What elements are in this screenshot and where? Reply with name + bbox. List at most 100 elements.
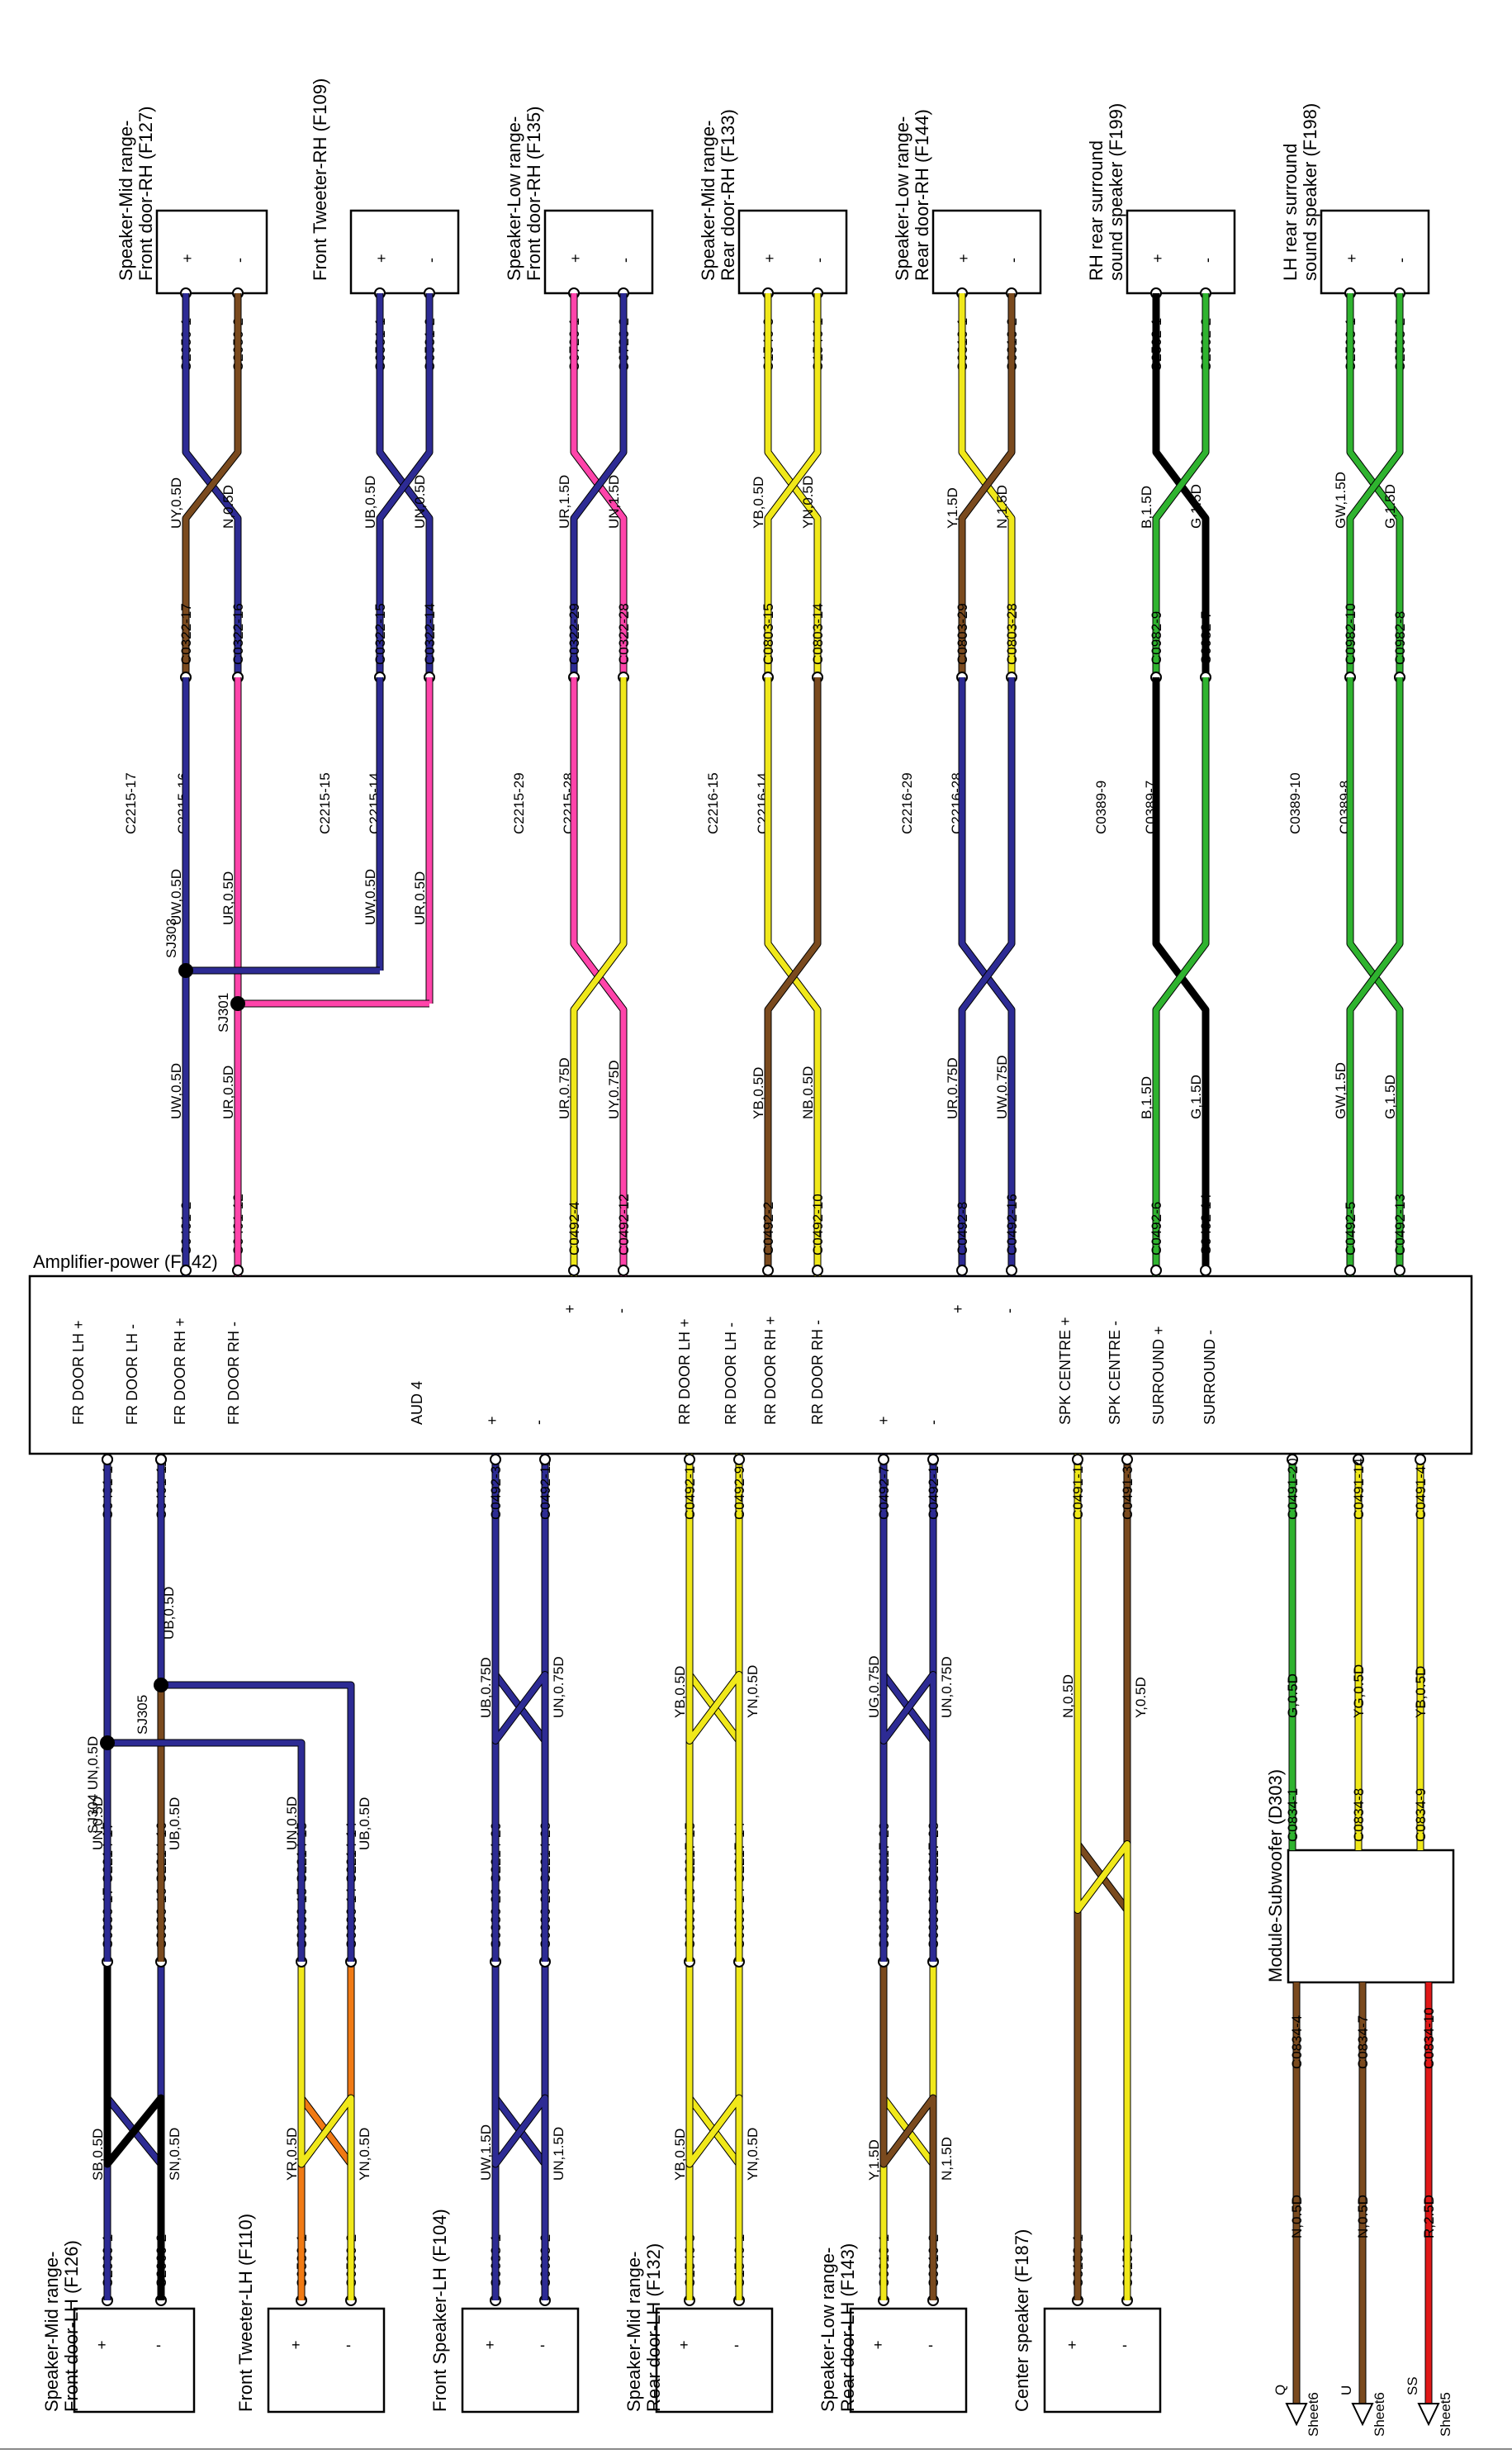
speaker-box-rh-4 — [931, 209, 1042, 295]
amp-conn-rh-4-b: C0492-16 — [1004, 1194, 1020, 1255]
sub-in-wire-2: YB,0.5D — [1413, 1666, 1429, 1718]
speaker-box-lh-1 — [267, 2307, 386, 2414]
speaker-title-lh-4: Speaker-Low range- — [818, 2248, 838, 2412]
speaker-box-rh-0 — [155, 209, 268, 295]
speaker-pin-plus: + — [1068, 2337, 1077, 2353]
wire-label-rh-3-a: YB,0.5D — [751, 477, 766, 529]
wire-rh-6-seg2-b — [1347, 677, 1403, 1276]
speaker-pin-plus: + — [373, 254, 390, 263]
wire3-label-rh-2-a: UR,0.75D — [557, 1057, 572, 1119]
connector-pin — [1394, 1265, 1405, 1276]
amplifier-pin-2: FR DOOR RH + — [172, 1317, 188, 1425]
sub-out-code-0: Q — [1273, 2385, 1288, 2395]
amp-conn-rh-4-a: C0492-8 — [955, 1202, 970, 1255]
speaker-pin-plus: + — [179, 254, 196, 263]
speaker-title-lh-2: Front Speaker-LH (F104) — [429, 2209, 450, 2412]
speaker-pin-plus: + — [486, 2337, 495, 2353]
mid-conn2-rh-5-a: C0389-9 — [1093, 781, 1109, 834]
amplifier-pin-0: FR DOOR LH + — [70, 1320, 87, 1425]
wire3-label-rh-0-b: UR,0.5D — [220, 1066, 236, 1119]
wire-rh-4-seg2-b — [959, 677, 1015, 1276]
sj304-label: SJ304 UN,0.5D — [85, 1736, 101, 1834]
sub-out-conn-2: C0834-10 — [1421, 2007, 1437, 2069]
speaker-title-lh-3: Rear door-LH (F132) — [643, 2243, 664, 2412]
wire2-label-lh-2-a: UB,0.75D — [478, 1657, 494, 1718]
wire2-label-lh-0-b: UB,0.5D — [167, 1797, 182, 1850]
amp-conn-lh-3-a: C0492-1 — [682, 1466, 698, 1520]
speaker-pin-minus: - — [928, 2337, 933, 2353]
speaker-pin-minus: - — [423, 258, 439, 263]
wire3-label-rh-0-a: UW,0.5D — [168, 1063, 184, 1119]
wire-label-rh-2-b: UN,1.5D — [606, 475, 622, 529]
wire-lh-4-seg1-b — [880, 1962, 936, 2300]
connector-pin — [102, 1454, 113, 1465]
wire2-label-rh-1-a: UW,0.5D — [363, 869, 378, 925]
sheet-arrow-0 — [1285, 2403, 1308, 2427]
wire-label-rh-1-a: UB,0.5D — [363, 476, 378, 529]
wire-label-lh-0-b: SN,0.5D — [167, 2128, 182, 2181]
connector-pin — [490, 1454, 501, 1465]
speaker-title-rh-5: RH rear surround — [1086, 140, 1107, 281]
wire-sj305-branch — [161, 1682, 354, 1962]
amplifier-box — [28, 1274, 1473, 1455]
amplifier-pin-1: FR DOOR LH - — [124, 1324, 140, 1425]
connector-pin — [1200, 1265, 1211, 1276]
amplifier-pin-rh-1: - — [613, 1308, 629, 1313]
speaker-box-lh-4 — [849, 2307, 968, 2414]
sub-out-code-2: SS — [1405, 2376, 1420, 2395]
wire3-label-rh-5-a: B,1.5D — [1139, 1076, 1154, 1119]
wire3-label-rh-2-b: UY,0.75D — [606, 1060, 622, 1119]
wire2-label-lh-3-b: YN,0.5D — [745, 1665, 761, 1718]
speaker-title-rh-5: sound speaker (F199) — [1106, 103, 1126, 281]
wire3-label-rh-4-a: UR,0.75D — [945, 1057, 960, 1119]
wire2-label-lh-4-a: UG,0.75D — [866, 1655, 882, 1718]
connector-pin — [180, 1265, 192, 1276]
sub-in-wire-1: YG,0.5D — [1351, 1664, 1367, 1718]
wire-sj304-branch — [107, 1740, 305, 1962]
amplifier-pin-12: - — [925, 1420, 941, 1425]
speaker-pin-plus: + — [567, 254, 584, 263]
connector-pin — [1150, 1265, 1162, 1276]
wire3-label-rh-4-b: UW,0.75D — [994, 1056, 1010, 1119]
wire-label-lh-3-a: YB,0.5D — [672, 2129, 688, 2181]
connector-pin — [927, 1454, 939, 1465]
amp-conn-rh-5-a: C0492-6 — [1149, 1202, 1164, 1255]
wire2-label-lh-1-b: UB,0.5D — [357, 1797, 372, 1850]
wire-label-rh-4-b: N,1.5D — [994, 485, 1010, 529]
wire-label-rh-1-b: UN,0.5D — [412, 475, 428, 529]
wire-sj304-branch-outline — [107, 1739, 306, 1962]
sub-out-code-1: U — [1339, 2385, 1354, 2395]
wire2-label-rh-0-a: UW,0.5D — [168, 869, 184, 925]
wire3-label-rh-3-b: NB,0.5D — [800, 1066, 816, 1119]
splice-sj303 — [178, 963, 193, 978]
speaker-pin-plus: + — [291, 2337, 301, 2353]
wire-rh-3-seg2-b — [765, 677, 821, 1276]
connector-pin — [1287, 1454, 1298, 1465]
sub-out-wire-2: R,2.5D — [1421, 2195, 1437, 2238]
connector-pin — [618, 1265, 629, 1276]
wire-rh-6-seg1-b — [1347, 293, 1403, 677]
speaker-title-lh-1: Front Tweeter-LH (F110) — [235, 2214, 256, 2412]
sub-out-wire-0: N,0.5D — [1289, 2195, 1305, 2238]
speaker-pin-minus: - — [156, 2337, 161, 2353]
sub-out-sheet-0: Sheet6 — [1306, 2392, 1321, 2437]
amplifier-pin-10: RR DOOR RH - — [809, 1320, 826, 1425]
speaker-title-rh-1: Front Tweeter-RH (F109) — [310, 78, 330, 281]
sub-amp-conn-0: C0491-20 — [1285, 1458, 1301, 1520]
speaker-pin-minus: - — [231, 258, 248, 263]
speaker-pin-plus: + — [680, 2337, 689, 2353]
speaker-box-lh-5 — [1043, 2307, 1162, 2414]
wire-label-lh-4-a: Y,1.5D — [866, 2139, 882, 2181]
sub-in-conn-0: C0834-1 — [1285, 1788, 1301, 1842]
amp-conn-lh-4-b: C0492-15 — [926, 1458, 941, 1520]
sub-out-conn-0: C0834-4 — [1289, 2015, 1305, 2069]
amp-conn-rh-3-b: C0492-10 — [810, 1194, 826, 1255]
sub-in-conn-2: C0834-9 — [1413, 1788, 1429, 1842]
wire-label-lh-1-a: YR,0.5D — [284, 2128, 300, 2181]
amp-conn-rh-2-a: C0492-4 — [566, 1202, 582, 1255]
speaker-pin-minus: - — [1199, 258, 1216, 263]
speaker-pin-plus: + — [761, 254, 778, 263]
wire3-label-rh-5-b: G,1.5D — [1188, 1075, 1204, 1119]
amplifier-pin-16: SURROUND - — [1202, 1330, 1218, 1425]
wire2-label-lh-4-b: UN,0.75D — [939, 1656, 955, 1718]
